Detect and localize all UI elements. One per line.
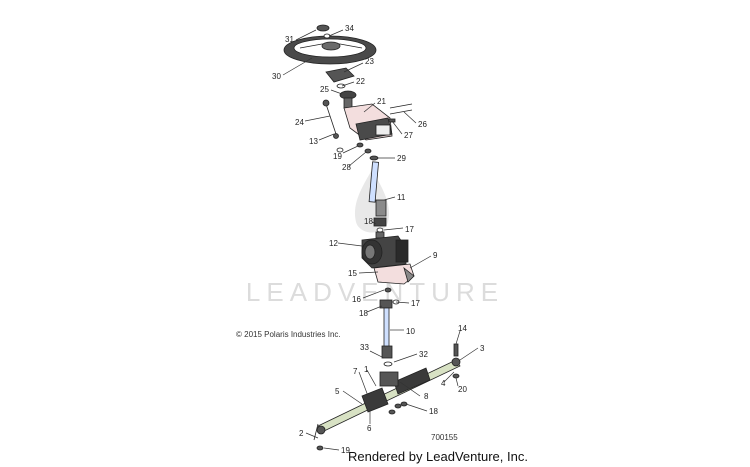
callout-34: 34 <box>345 24 354 33</box>
rendered-by-text: Rendered by LeadVenture, Inc. <box>348 449 528 464</box>
watermark-text: LEADVENTURE <box>246 277 504 307</box>
steering-rack <box>316 357 461 435</box>
steering-shaft-upper <box>368 155 387 217</box>
callout-18c: 18 <box>429 407 438 416</box>
tilt-bracket <box>343 103 393 141</box>
callout-32: 32 <box>419 350 428 359</box>
callout-8: 8 <box>424 392 429 401</box>
callout-4: 4 <box>441 379 446 388</box>
callout-6: 6 <box>367 424 372 433</box>
callout-12: 12 <box>329 239 338 248</box>
callout-29: 29 <box>397 154 406 163</box>
callout-17b: 17 <box>411 299 420 308</box>
callout-26: 26 <box>418 120 427 129</box>
callout-15: 15 <box>348 269 357 278</box>
callout-21: 21 <box>377 97 386 106</box>
callout-28: 28 <box>342 163 351 172</box>
callout-10: 10 <box>406 327 415 336</box>
callout-20: 20 <box>458 385 467 394</box>
callout-17: 17 <box>405 225 414 234</box>
callout-27: 27 <box>404 131 413 140</box>
steering-shaft-lower <box>379 287 400 367</box>
callout-33: 33 <box>360 343 369 352</box>
steering-wheel <box>283 35 377 65</box>
callout-18b: 18 <box>359 309 368 318</box>
callout-18: 18 <box>364 217 373 226</box>
u-joint-upper <box>373 217 387 239</box>
callout-11: 11 <box>397 193 406 202</box>
callout-2: 2 <box>299 429 304 438</box>
callout-31: 31 <box>285 35 294 44</box>
callout-14: 14 <box>458 324 467 333</box>
callout-3: 3 <box>480 344 485 353</box>
leader-lines <box>282 29 479 451</box>
callout-5: 5 <box>335 387 340 396</box>
callout-1: 1 <box>364 365 369 374</box>
callout-19: 19 <box>333 152 342 161</box>
callout-24: 24 <box>295 118 304 127</box>
copyright-text: © 2015 Polaris Industries Inc. <box>236 330 341 339</box>
callout-13: 13 <box>309 137 318 146</box>
callout-9: 9 <box>433 251 438 260</box>
callout-labels: 31 34 30 23 22 25 21 24 13 26 27 19 28 2… <box>272 24 485 455</box>
motor-bracket <box>373 263 415 285</box>
callout-19b: 19 <box>341 446 350 455</box>
bolts-upper <box>336 103 413 154</box>
callout-7: 7 <box>353 367 358 376</box>
eps-motor <box>361 235 409 269</box>
callout-16: 16 <box>352 295 361 304</box>
callout-23: 23 <box>365 57 374 66</box>
wheel-nut <box>316 24 331 39</box>
steering-hub <box>325 67 357 109</box>
gas-strut <box>322 99 339 139</box>
diagram-number: 700155 <box>431 433 458 442</box>
callout-25: 25 <box>320 85 329 94</box>
watermark: LEADVENTURE <box>246 170 504 307</box>
callout-22: 22 <box>356 77 365 86</box>
callout-30: 30 <box>272 72 281 81</box>
